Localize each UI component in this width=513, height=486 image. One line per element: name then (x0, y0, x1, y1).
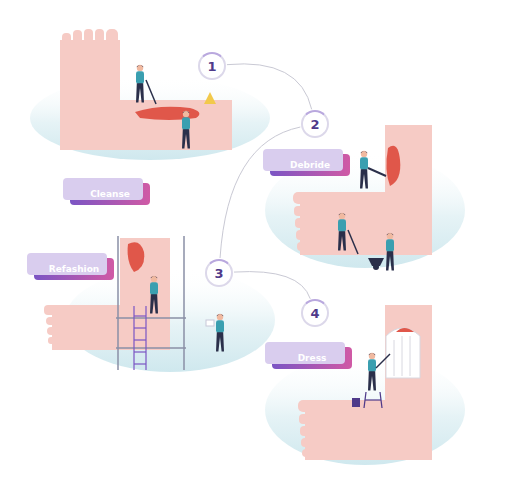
brush (376, 354, 390, 368)
toes (44, 305, 58, 344)
connector-line (220, 127, 300, 258)
wet-floor-sign (204, 92, 216, 104)
wound (396, 328, 414, 332)
step-number-circle: 2 (301, 110, 329, 138)
mop (146, 80, 156, 104)
step-connector (227, 64, 312, 109)
step-label-pill: Dress (272, 347, 352, 369)
step-label-pill: Cleanse (70, 183, 150, 205)
step-number-circle: 4 (301, 299, 329, 327)
ladder (134, 306, 146, 370)
step-label-pill: Refashion (34, 258, 114, 280)
step-label-pill: Debride (270, 154, 350, 176)
callout-number: 2 (310, 117, 319, 132)
connector-line (234, 272, 310, 299)
step-label: Dress (298, 353, 327, 363)
step-label: Cleanse (90, 189, 130, 199)
connector-line (227, 64, 312, 109)
toes (293, 192, 307, 251)
wound (135, 107, 199, 120)
callout-number: 1 (207, 59, 216, 74)
callout-number: 4 (310, 306, 319, 321)
worker (360, 151, 368, 189)
step-number-circle: 3 (205, 259, 233, 287)
paint-bucket (352, 398, 360, 407)
worker (338, 213, 346, 251)
scaffolding (116, 236, 186, 370)
drill (368, 168, 386, 176)
worker (150, 276, 158, 314)
wound (386, 146, 400, 186)
worker (368, 353, 376, 391)
worker (182, 111, 190, 149)
callout-number: 3 (214, 266, 223, 281)
wheel (373, 264, 379, 270)
foot-shape (305, 305, 432, 460)
worker (386, 233, 394, 271)
step-ladder (364, 392, 382, 408)
step-connector (220, 127, 300, 258)
step-number-circle: 1 (198, 52, 226, 80)
step-label: Debride (290, 160, 330, 170)
wound (128, 242, 145, 272)
bandage (386, 328, 420, 378)
toes (62, 29, 118, 45)
worker (136, 65, 144, 103)
toes (298, 400, 312, 457)
broom (348, 230, 358, 254)
foot-shape (60, 40, 232, 150)
plan-sheet (206, 320, 214, 326)
step-connector (234, 272, 310, 299)
worker (216, 314, 224, 352)
step-label: Refashion (49, 264, 99, 274)
foot-shape (300, 125, 432, 255)
bandage-lines (394, 336, 410, 376)
